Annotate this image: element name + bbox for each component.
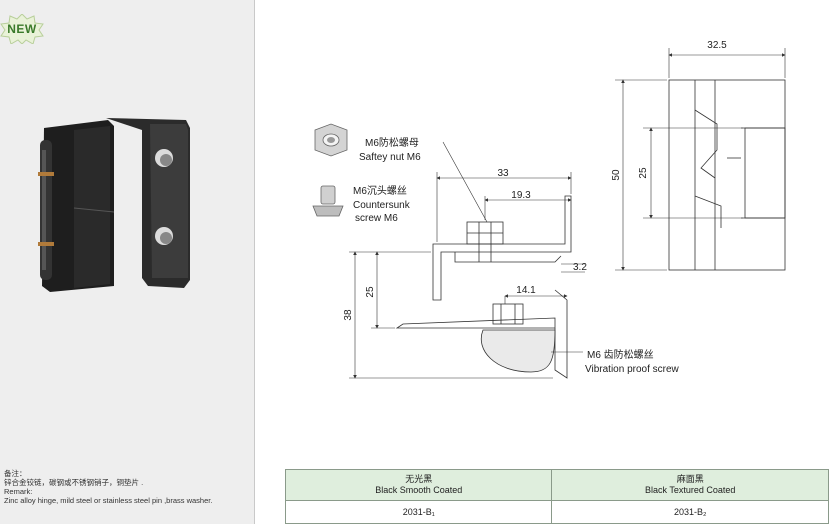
header-cell-textured: 麻面黑 Black Textured Coated [551,469,829,501]
code-cell-textured: 2031-B₂ [551,500,829,524]
callout-screw-en-1: Countersunk [353,200,411,211]
remark-en-title: Remark: [4,487,33,496]
section-dims [349,172,585,379]
header-smooth-cn: 无光黑 [405,474,433,484]
header-smooth-en: Black Smooth Coated [375,485,463,495]
elevation-dims [615,48,786,271]
remark-cn-title: 备注： [4,469,27,478]
header-textured-en: Black Textured Coated [645,485,736,495]
table-row: 2031-B₁ 2031-B₂ [284,500,829,524]
remark-en-text: Zinc alloy hinge, mild steel or stainles… [4,496,213,505]
dim-height-total: 50 [611,169,622,181]
dim-thickness: 3.2 [573,262,587,273]
countersunk-screw-icon [312,185,344,217]
dim-height-inner: 25 [638,167,649,179]
panel-divider [254,0,255,524]
remark-block: 备注： 锌合金铰链，碳钢或不锈钢销子，铜垫片 . Remark: Zinc al… [4,469,252,505]
dim-side-inner: 25 [365,286,376,298]
dim-nut-span: 33 [497,168,509,179]
callout-vibration-en: Vibration proof screw [585,364,680,375]
spec-table: 无光黑 Black Smooth Coated 麻面黑 Black Textur… [284,469,829,524]
badge-label: NEW [7,22,37,36]
callout-nut-en: Saftey nut M6 [359,152,421,163]
new-badge: NEW [0,13,44,45]
callout-screw-cn: M6沉头螺丝 [353,184,407,197]
dim-lower-offset: 14.1 [516,285,536,296]
callout-vibration-cn: M6 齿防松螺丝 [587,348,654,361]
dim-side-height: 38 [343,309,354,321]
leader-lines [442,141,583,353]
table-header-row: 无光黑 Black Smooth Coated 麻面黑 Black Textur… [284,469,829,501]
elevation-view [668,79,786,271]
safety-nut-icon [314,123,348,157]
hinge-photo [38,118,190,292]
product-panel: NEW 备注： 锌合金铰链，碳钢或不锈钢销子，铜垫片 . Remark: Zin… [0,0,254,524]
remark-cn-text: 锌合金铰链，碳钢或不锈钢销子，铜垫片 . [4,478,144,487]
section-view [395,195,572,379]
header-textured-cn: 麻面黑 [676,474,704,484]
header-cell-smooth: 无光黑 Black Smooth Coated [284,469,553,501]
dim-width-top: 32.5 [707,40,727,51]
technical-drawing: 32.5 50 25 [312,40,786,379]
callout-nut-cn: M6防松螺母 [365,136,419,149]
dim-nut-offset: 19.3 [511,190,531,201]
callout-screw-en-2: screw M6 [355,213,398,224]
code-cell-smooth: 2031-B₁ [284,500,553,524]
